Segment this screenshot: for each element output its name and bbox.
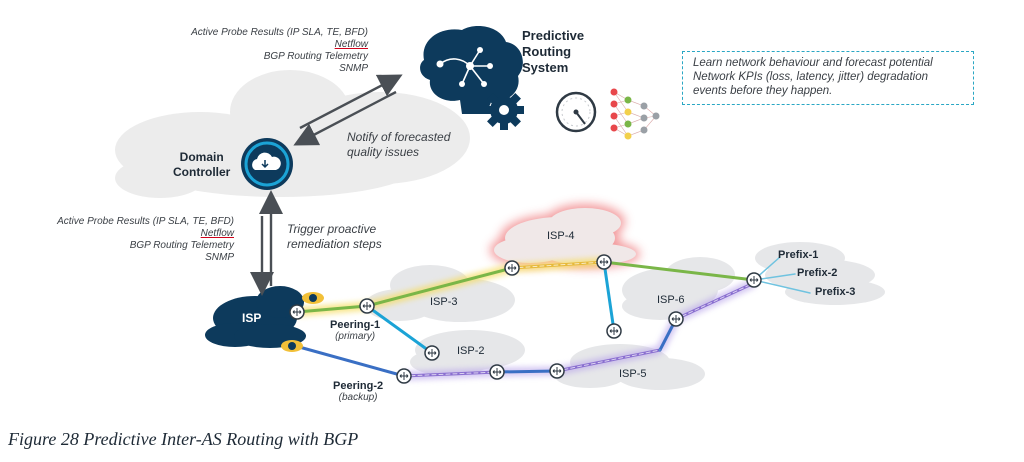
cloud-sync-icon xyxy=(241,138,293,190)
predictive-system-label: Predictive Routing System xyxy=(522,28,585,75)
left-probe-list: Active Probe Results (IP SLA, TE, BFD) N… xyxy=(57,216,234,264)
neural-network-icon xyxy=(610,88,660,140)
notify-label: Notify of forecasted quality issues xyxy=(347,130,451,159)
top-probe-item: Active Probe Results (IP SLA, TE, BFD) xyxy=(191,27,368,38)
link-isp3-isp4 xyxy=(365,266,514,308)
isp6-label: ISP-6 xyxy=(657,294,685,306)
link-isp3-isp2 xyxy=(365,304,434,355)
router-icon xyxy=(489,364,505,380)
router-icon xyxy=(606,323,622,339)
peering1-label: Peering-1 (primary) xyxy=(330,319,381,342)
trigger-label: Trigger proactive remediation steps xyxy=(287,222,382,251)
trigger-arrows xyxy=(250,190,283,296)
left-probe-item: SNMP xyxy=(205,252,234,263)
peering2-label: Peering-2 (backup) xyxy=(333,380,384,403)
network-links xyxy=(290,256,811,378)
router-icon xyxy=(289,304,305,320)
left-probe-item: BGP Routing Telemetry xyxy=(129,240,234,251)
top-probe-item: BGP Routing Telemetry xyxy=(263,51,368,62)
top-probe-list: Active Probe Results (IP SLA, TE, BFD) N… xyxy=(191,27,368,75)
isp2-label: ISP-2 xyxy=(457,345,485,357)
link-isp4-isp6 xyxy=(602,260,756,282)
router-icon xyxy=(424,345,440,361)
router-icon xyxy=(549,363,565,379)
brain-gear-icon xyxy=(420,26,524,130)
router-icon xyxy=(359,298,375,314)
domain-controller-label: Domain Controller xyxy=(173,150,231,179)
isp4-cloud xyxy=(494,208,636,265)
router-icon xyxy=(746,272,762,288)
top-probe-item: Netflow xyxy=(334,39,368,50)
notify-arrows xyxy=(293,74,403,146)
eye-icon xyxy=(281,340,303,352)
isp5-label: ISP-5 xyxy=(619,368,647,380)
link-prefix3 xyxy=(753,279,811,294)
gauge-icon xyxy=(555,91,597,133)
prefix-cloud xyxy=(755,242,885,305)
left-probe-item: Netflow xyxy=(200,228,234,239)
link-isp4-down xyxy=(602,260,616,333)
eye-icon xyxy=(302,292,324,304)
router-icon xyxy=(668,311,684,327)
prefix-3-label: Prefix-3 xyxy=(815,286,856,298)
prefix-1-label: Prefix-1 xyxy=(778,249,819,261)
link-peering1-isp3 xyxy=(295,304,369,314)
isp-label: ISP xyxy=(242,311,262,325)
isp3-label: ISP-3 xyxy=(430,296,458,308)
routers xyxy=(289,254,762,384)
left-probe-item: Active Probe Results (IP SLA, TE, BFD) xyxy=(57,216,234,227)
prefix-2-label: Prefix-2 xyxy=(797,267,838,279)
top-probe-item: SNMP xyxy=(339,63,368,74)
router-icon xyxy=(504,260,520,276)
router-icon xyxy=(396,368,412,384)
router-icon xyxy=(596,254,612,270)
isp4-label: ISP-4 xyxy=(547,230,575,242)
link-peering2-isp xyxy=(290,343,406,378)
isp-cloud xyxy=(205,286,306,348)
link-isp2-isp5 xyxy=(495,369,559,374)
callout-box: Learn network behaviour and forecast pot… xyxy=(682,51,974,105)
figure-caption: Figure 28 Predictive Inter-AS Routing wi… xyxy=(8,429,359,449)
